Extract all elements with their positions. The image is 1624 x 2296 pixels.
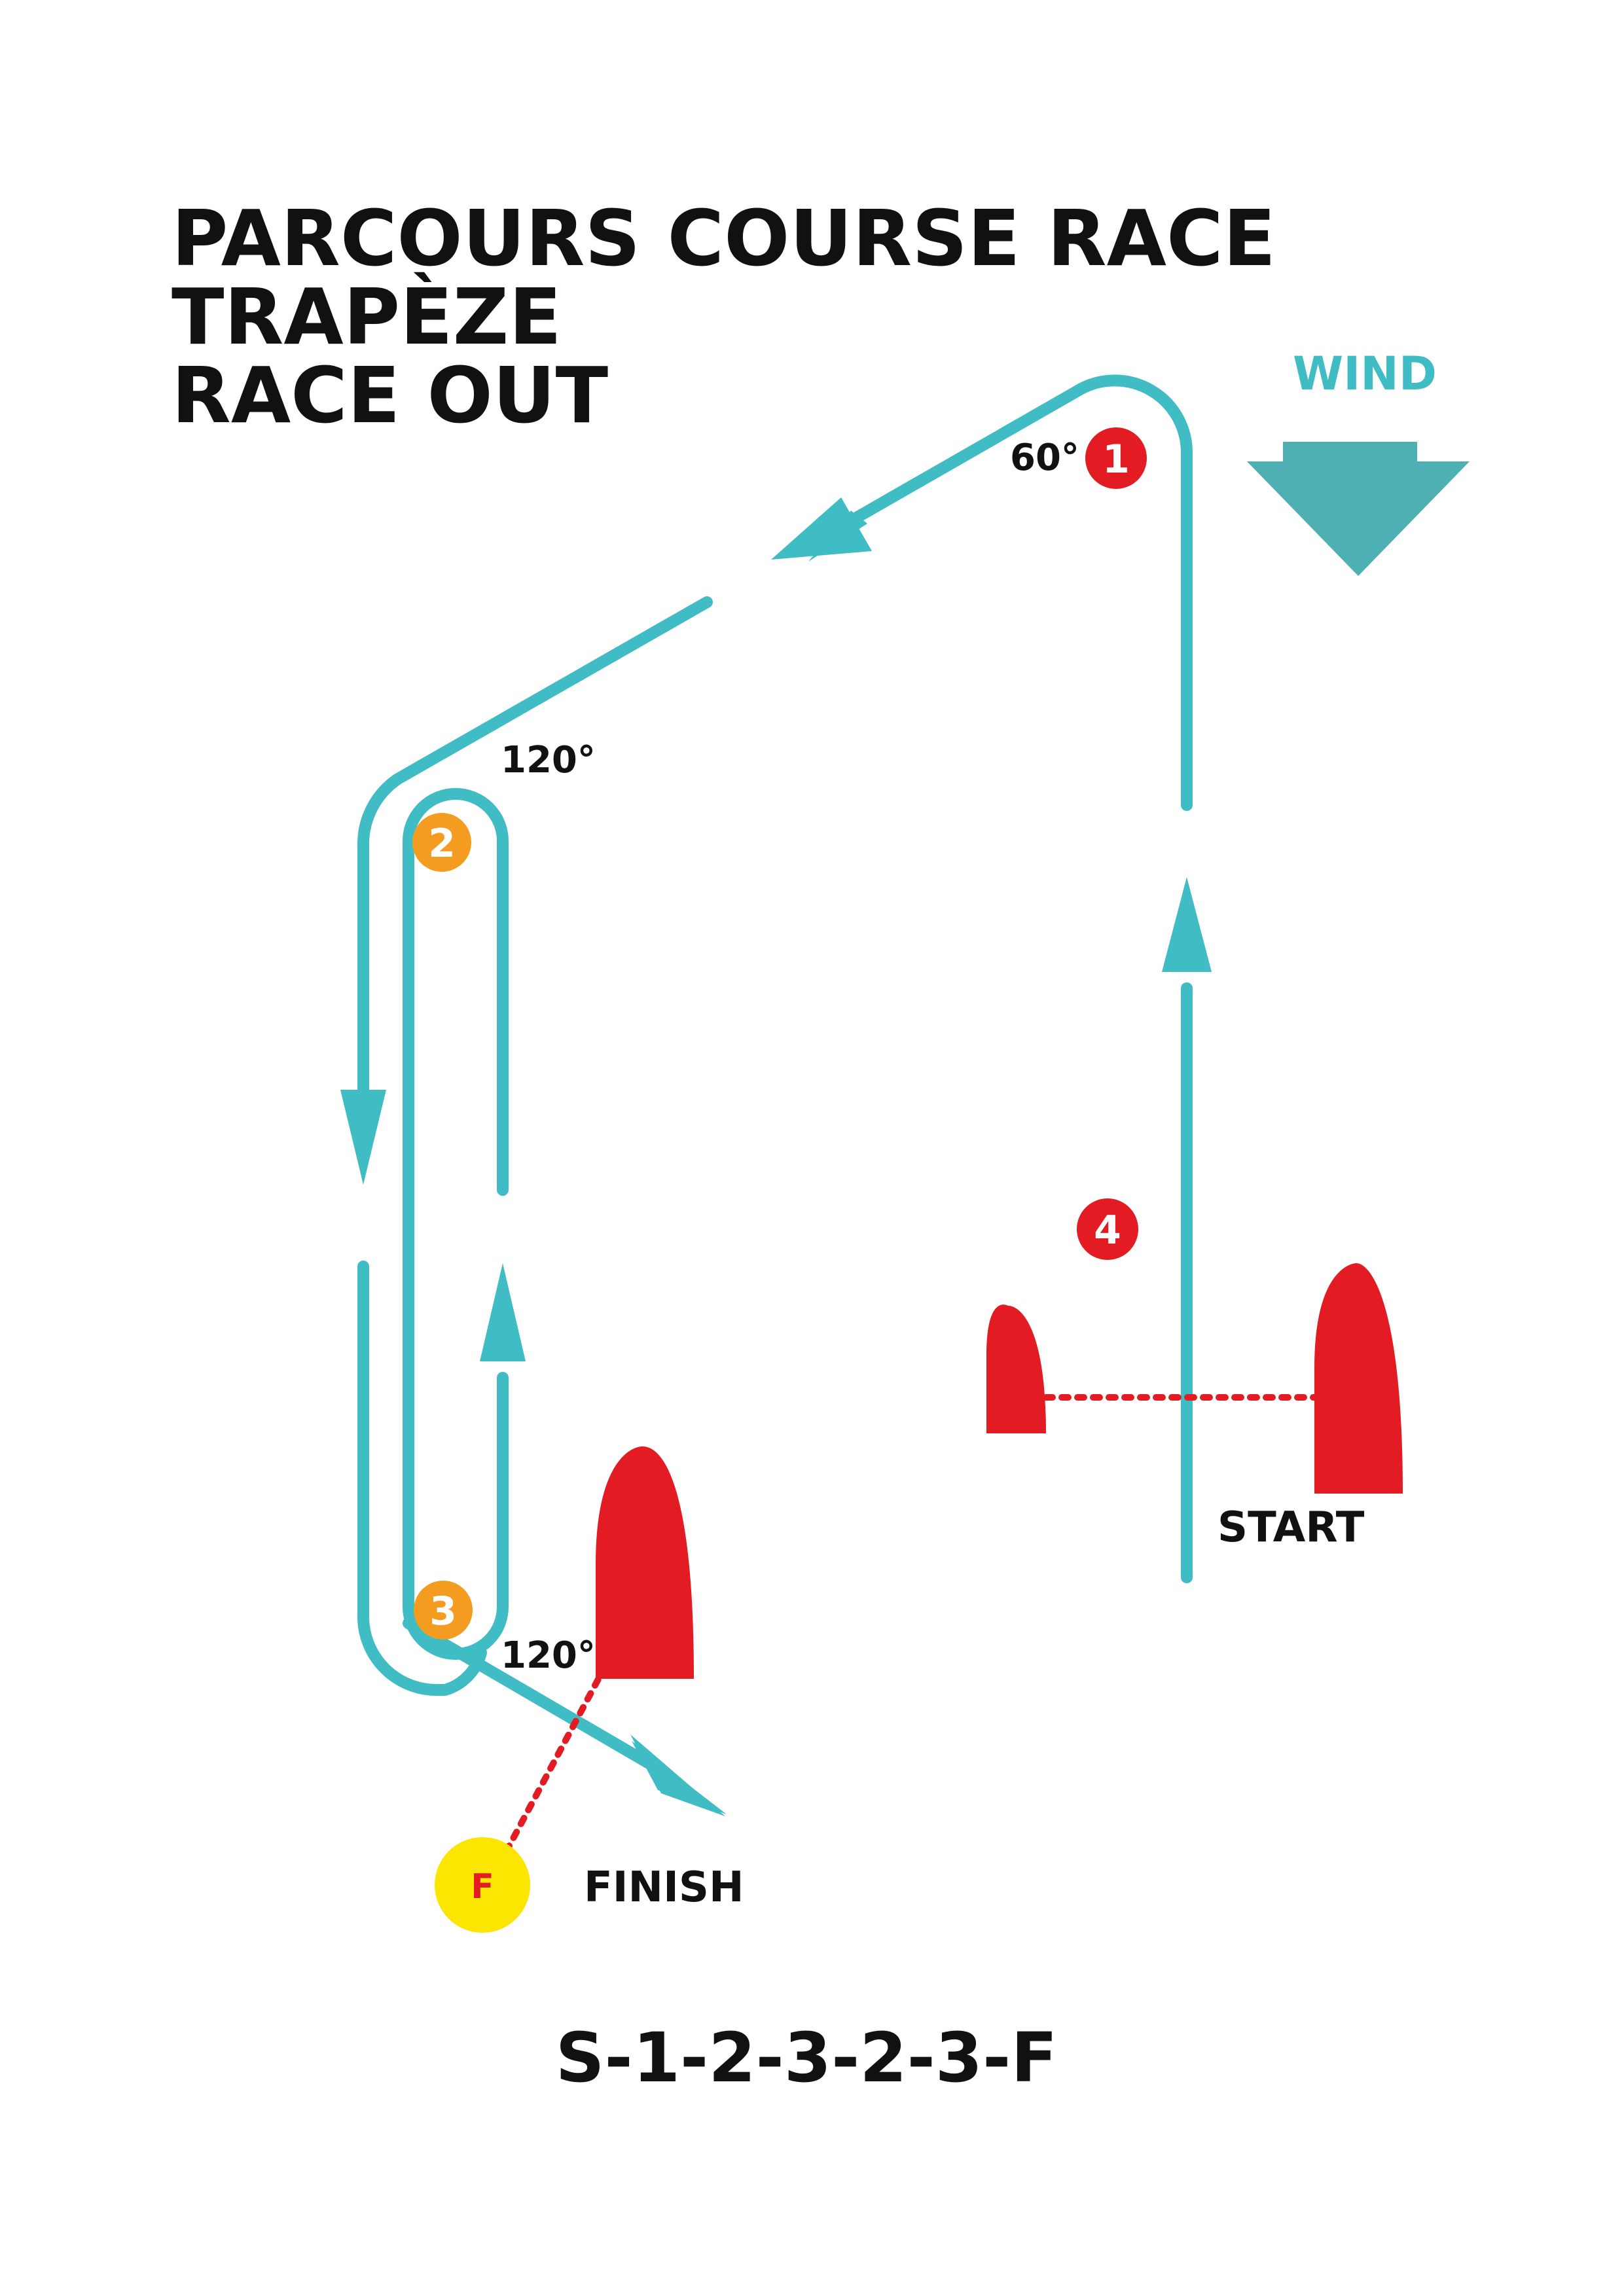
arrow-up-icon	[1162, 877, 1212, 972]
mark-1: 1	[1085, 427, 1147, 489]
start-line	[986, 1263, 1403, 1494]
title-line-1: PARCOURS COURSE RACE	[171, 193, 1276, 283]
course-inner-loop	[403, 788, 509, 1660]
mark-3: 3	[414, 1581, 473, 1640]
finish-mark: F	[435, 1837, 530, 1933]
finish-buoy	[596, 1446, 694, 1679]
mark-3-label: 3	[429, 1588, 457, 1634]
finish-dotted-line	[501, 1662, 609, 1859]
course-leg-finish	[403, 1617, 667, 1776]
mark-2: 2	[412, 813, 471, 872]
angle-label-mark3: 120°	[501, 1634, 596, 1677]
finish-mark-label: F	[471, 1867, 494, 1907]
mark-1-label: 1	[1102, 437, 1130, 482]
wind-label: WIND	[1293, 347, 1437, 401]
title-line-3: RACE OUT	[171, 350, 608, 440]
mark-4-label: 4	[1094, 1208, 1121, 1253]
finish-label: FINISH	[584, 1863, 744, 1912]
start-label: START	[1218, 1503, 1365, 1552]
wind-arrow-icon	[1247, 442, 1470, 576]
course-reach-to-mark2	[357, 596, 713, 1112]
arrow-down-icon	[340, 1090, 386, 1185]
mark-4: 4	[1077, 1198, 1138, 1260]
angle-label-mark1: 60°	[1010, 437, 1079, 479]
course-sequence: S-1-2-3-2-3-F	[556, 2018, 1058, 2098]
title-line-2: TRAPÈZE	[171, 272, 562, 362]
course-outer-downwind	[357, 1261, 487, 1696]
start-buoy-left	[986, 1304, 1046, 1433]
arrow-finish-head-icon	[630, 1734, 725, 1816]
course-rounding-mark1	[852, 374, 1193, 811]
course-path	[357, 374, 1193, 1776]
arrow-reach-head-icon	[771, 497, 872, 560]
arrow-up-inner-icon	[480, 1263, 526, 1361]
mark-2-label: 2	[428, 821, 456, 867]
start-buoy-right	[1314, 1263, 1403, 1494]
angle-label-mark2: 120°	[501, 739, 596, 781]
